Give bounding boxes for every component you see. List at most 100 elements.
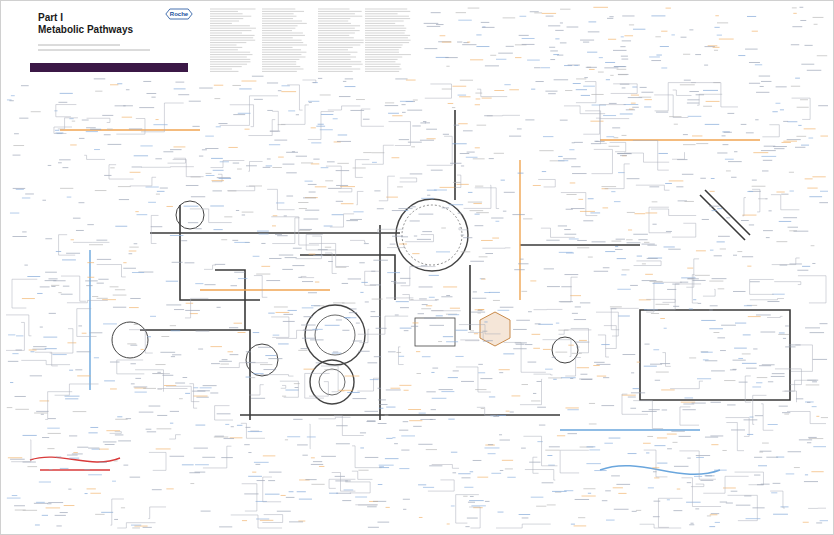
- fine-print: [391, 281, 396, 282]
- legend-text-columns: [210, 9, 411, 71]
- fine-print: [157, 415, 167, 416]
- fine-print: [94, 357, 99, 358]
- fine-print: [509, 136, 521, 137]
- fine-print: [812, 176, 825, 177]
- fine-print: [669, 180, 684, 181]
- fine-print: [426, 305, 432, 306]
- fine-print: [567, 409, 578, 410]
- fine-print: [781, 506, 789, 507]
- fine-print: [610, 306, 622, 307]
- fine-print: [147, 336, 151, 337]
- fine-print: [559, 252, 573, 253]
- fine-print: [13, 145, 24, 146]
- pathway-line: [169, 435, 181, 439]
- fine-print: [273, 215, 278, 216]
- fine-print: [756, 382, 762, 383]
- fine-print: [341, 203, 354, 204]
- fine-print: [695, 508, 699, 509]
- fine-print: [171, 356, 175, 357]
- fine-print: [655, 36, 660, 37]
- fine-print: [583, 488, 595, 489]
- fine-print: [467, 42, 470, 43]
- fine-print: [47, 448, 54, 449]
- fine-print: [385, 415, 389, 416]
- fine-print: [722, 450, 726, 451]
- fine-print: [395, 78, 407, 79]
- fine-print: [113, 307, 126, 308]
- fine-print: [621, 56, 628, 57]
- fine-print: [802, 266, 810, 267]
- fine-print: [90, 493, 101, 494]
- pathway-line: [58, 118, 78, 129]
- fine-print: [797, 107, 809, 108]
- fine-print: [549, 446, 560, 447]
- fine-print: [340, 186, 355, 187]
- fine-print: [129, 251, 137, 252]
- pathway-line: [633, 140, 669, 170]
- pathway-line: [798, 276, 826, 303]
- fine-print: [336, 319, 342, 320]
- fine-print: [192, 126, 199, 127]
- fine-print: [546, 16, 554, 17]
- fine-print: [260, 520, 273, 521]
- fine-print: [812, 263, 815, 264]
- pathway-line: [129, 330, 153, 353]
- pathway-line: [219, 363, 268, 368]
- fine-print: [752, 186, 766, 187]
- fine-print: [134, 526, 147, 527]
- fine-print: [746, 518, 761, 519]
- pathway-line: [151, 215, 158, 243]
- fine-print: [665, 183, 672, 184]
- fine-print: [476, 212, 489, 213]
- pathway-line: [464, 185, 491, 208]
- fine-print: [574, 142, 583, 143]
- fine-print: [778, 334, 789, 335]
- fine-print: [641, 92, 653, 93]
- fine-print: [644, 106, 651, 107]
- fine-print: [498, 53, 513, 54]
- fine-print: [806, 384, 820, 385]
- fine-print: [56, 456, 61, 457]
- fine-print: [470, 496, 474, 497]
- fine-print: [499, 369, 510, 370]
- pathway-line: [658, 498, 682, 527]
- fine-print: [86, 285, 92, 286]
- fine-print: [523, 218, 532, 219]
- fine-print: [746, 132, 754, 133]
- pathway-line: [117, 523, 155, 528]
- fine-print: [42, 200, 46, 201]
- fine-print: [752, 386, 761, 387]
- pathway-line: [398, 347, 403, 365]
- fine-print: [324, 369, 333, 370]
- fine-print: [30, 375, 42, 376]
- pathway-line: [326, 166, 341, 188]
- fine-print: [749, 62, 760, 63]
- fine-print: [642, 244, 655, 245]
- fine-print: [446, 66, 449, 67]
- fine-print: [462, 44, 476, 45]
- fine-print: [618, 316, 630, 317]
- fine-print: [10, 382, 13, 383]
- fine-print: [640, 87, 647, 88]
- fine-print: [735, 323, 746, 324]
- fine-print: [195, 425, 205, 426]
- fine-print: [419, 413, 426, 414]
- pathway-line: [533, 457, 539, 473]
- title-slot: Part I: [38, 12, 63, 24]
- fine-print: [628, 453, 637, 454]
- fine-print: [722, 135, 726, 136]
- pathway-line: [359, 329, 369, 342]
- fine-print: [497, 415, 506, 416]
- fine-print: [49, 469, 52, 470]
- fine-print: [578, 517, 585, 518]
- fine-print: [771, 376, 785, 377]
- fine-print: [423, 121, 426, 122]
- pathway-line: [405, 235, 433, 242]
- fine-print: [309, 254, 316, 255]
- fine-print: [534, 12, 542, 13]
- pathway-line: [611, 308, 638, 329]
- fine-print: [413, 426, 421, 427]
- fine-print: [666, 231, 672, 232]
- fine-print: [463, 496, 467, 497]
- fine-print: [401, 450, 409, 451]
